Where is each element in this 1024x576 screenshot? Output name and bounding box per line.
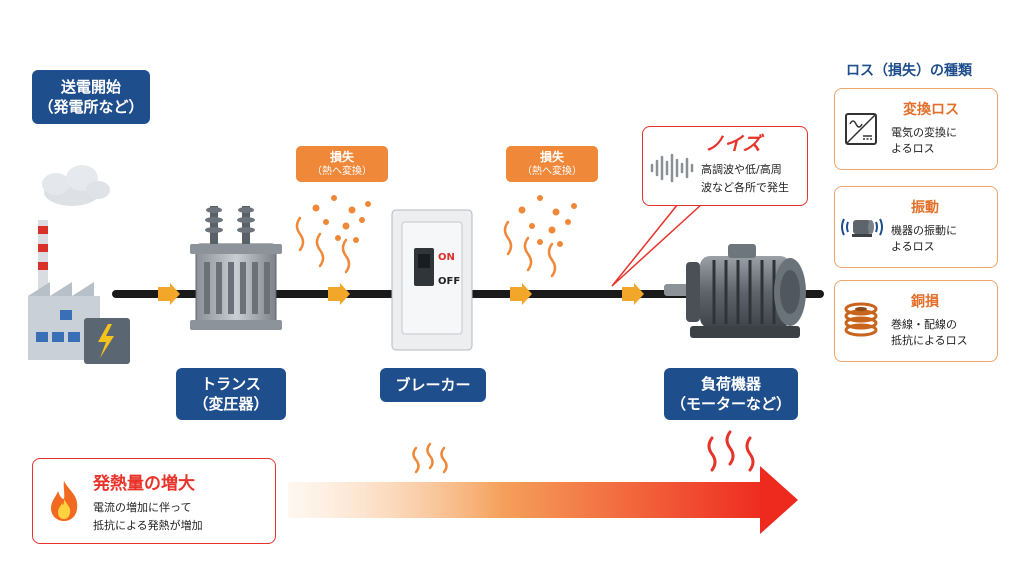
loss-card-copper-desc-line2: 抵抗によるロス	[891, 334, 968, 347]
heat-increase-desc-line2: 抵抗による発熱が増加	[93, 519, 203, 532]
loss-card-conversion: 変換ロス 電気の変換に よるロス	[834, 88, 998, 170]
transformer-label: トランス （変圧器）	[176, 368, 286, 420]
heat-wave-icon-small	[412, 442, 448, 474]
cloud-icon	[42, 165, 110, 206]
loss-tag-1: 損失 （熱へ変換）	[296, 146, 388, 182]
breaker-label-line1: ブレーカー	[395, 376, 471, 394]
load-label-line1: 負荷機器	[700, 375, 761, 393]
loss-tag-2-sub: （熱へ変換）	[522, 166, 582, 177]
loss-tag-1-title: 損失	[329, 150, 354, 164]
copper-coil-icon	[844, 302, 878, 337]
start-label-line1: 送電開始	[60, 78, 121, 96]
heat-increase-title: 発熱量の増大	[93, 474, 195, 494]
loss-card-vibration-desc-line2: よるロス	[891, 240, 935, 253]
loss-card-vibration: 振動 機器の振動に よるロス	[834, 186, 998, 268]
noise-desc-line1: 高調波や低/高周	[701, 163, 782, 176]
heat-loss-particles-2	[518, 195, 577, 247]
flame-icon	[51, 481, 78, 521]
flow-arrows	[158, 283, 644, 305]
noise-desc-line2: 波など各所で発生	[701, 181, 789, 194]
loss-types-heading: ロス（損失）の種類	[846, 63, 972, 79]
loss-card-copper-title: 銅損	[911, 294, 939, 310]
loss-card-vibration-title: 振動	[911, 200, 939, 216]
loss-card-copper: 銅損 巻線・配線の 抵抗によるロス	[834, 280, 998, 362]
loss-card-copper-desc-line1: 巻線・配線の	[891, 318, 957, 331]
heat-wave-icon-2	[503, 220, 557, 278]
breaker-off-label: OFF	[438, 276, 461, 287]
loss-card-conversion-desc-line2: よるロス	[891, 142, 935, 155]
motor-icon	[664, 244, 806, 338]
converter-icon	[845, 113, 877, 145]
transformer-label-line2: （変圧器）	[193, 395, 269, 413]
loss-card-conversion-desc-line1: 電気の変換に	[891, 126, 957, 139]
breaker-on-label: ON	[438, 252, 455, 263]
noise-bubble-pointer	[611, 203, 703, 287]
loss-tag-2-title: 損失	[539, 150, 564, 164]
load-label: 負荷機器 （モーターなど）	[664, 368, 798, 420]
loss-card-vibration-desc-line1: 機器の振動に	[891, 224, 957, 237]
loss-tag-2: 損失 （熱へ変換）	[506, 146, 598, 182]
heat-wave-icon-1	[295, 216, 351, 274]
noise-bubble: ノイズ 高調波や低/高周 波など各所で発生	[642, 126, 808, 206]
loss-tag-1-sub: （熱へ変換）	[312, 166, 372, 177]
heat-increase-box: 発熱量の増大 電流の増加に伴って 抵抗による発熱が増加	[32, 458, 276, 544]
start-label: 送電開始 （発電所など）	[32, 70, 150, 124]
sound-wave-icon	[650, 153, 694, 183]
breaker-icon	[391, 209, 473, 351]
vibration-motor-icon	[841, 218, 883, 237]
transformer-icon	[190, 206, 282, 330]
heat-loss-particles-1	[312, 195, 371, 243]
load-label-line2: （モーターなど）	[670, 395, 791, 413]
start-label-line2: （発電所など）	[38, 98, 144, 116]
breaker-label: ブレーカー	[380, 368, 486, 402]
heat-wave-icon-large	[707, 430, 755, 472]
heat-increase-arrow	[288, 466, 798, 534]
power-plant-icon	[28, 220, 130, 364]
noise-title: ノイズ	[705, 133, 762, 155]
transformer-label-line1: トランス	[201, 375, 261, 393]
loss-card-conversion-title: 変換ロス	[903, 102, 959, 118]
heat-increase-desc-line1: 電流の増加に伴って	[93, 501, 192, 514]
